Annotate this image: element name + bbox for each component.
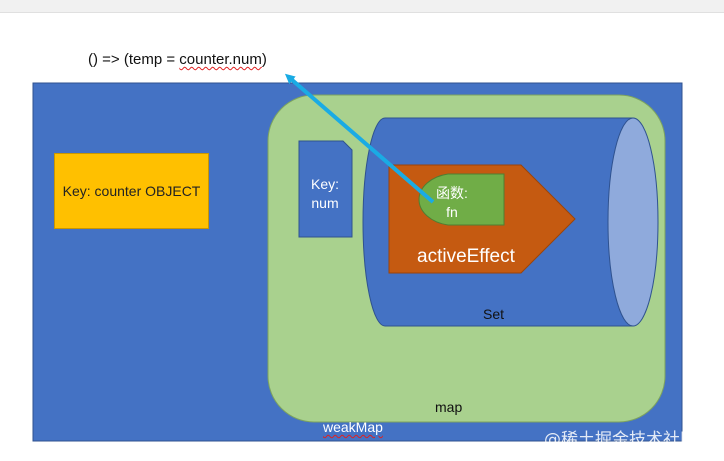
watermark: @稀土掘金技术社区 (544, 430, 697, 450)
fn-shape (418, 173, 505, 226)
weakmap-label: weakMap (323, 419, 383, 435)
key-num-label: Key: num (310, 176, 339, 211)
key-object-label: Key: counter OBJECT (62, 183, 201, 199)
key-num-shape (298, 140, 353, 238)
fn-label: 函数: fn (436, 185, 468, 220)
lambda-expression-target: counter.num (179, 51, 262, 68)
effect-arrow (284, 73, 435, 204)
key-object-box: Key: counter OBJECT (54, 153, 209, 229)
lambda-expression-end: ) (261, 51, 267, 68)
lambda-expression: () => (temp = counter.num) (88, 51, 267, 68)
set-cylinder-end-cap (607, 117, 659, 327)
top-strip (0, 0, 724, 13)
lambda-expression-start: () => (temp = (88, 51, 180, 68)
map-label: map (435, 399, 463, 415)
set-label: Set (483, 306, 505, 322)
active-effect-label: activeEffect (417, 246, 515, 267)
